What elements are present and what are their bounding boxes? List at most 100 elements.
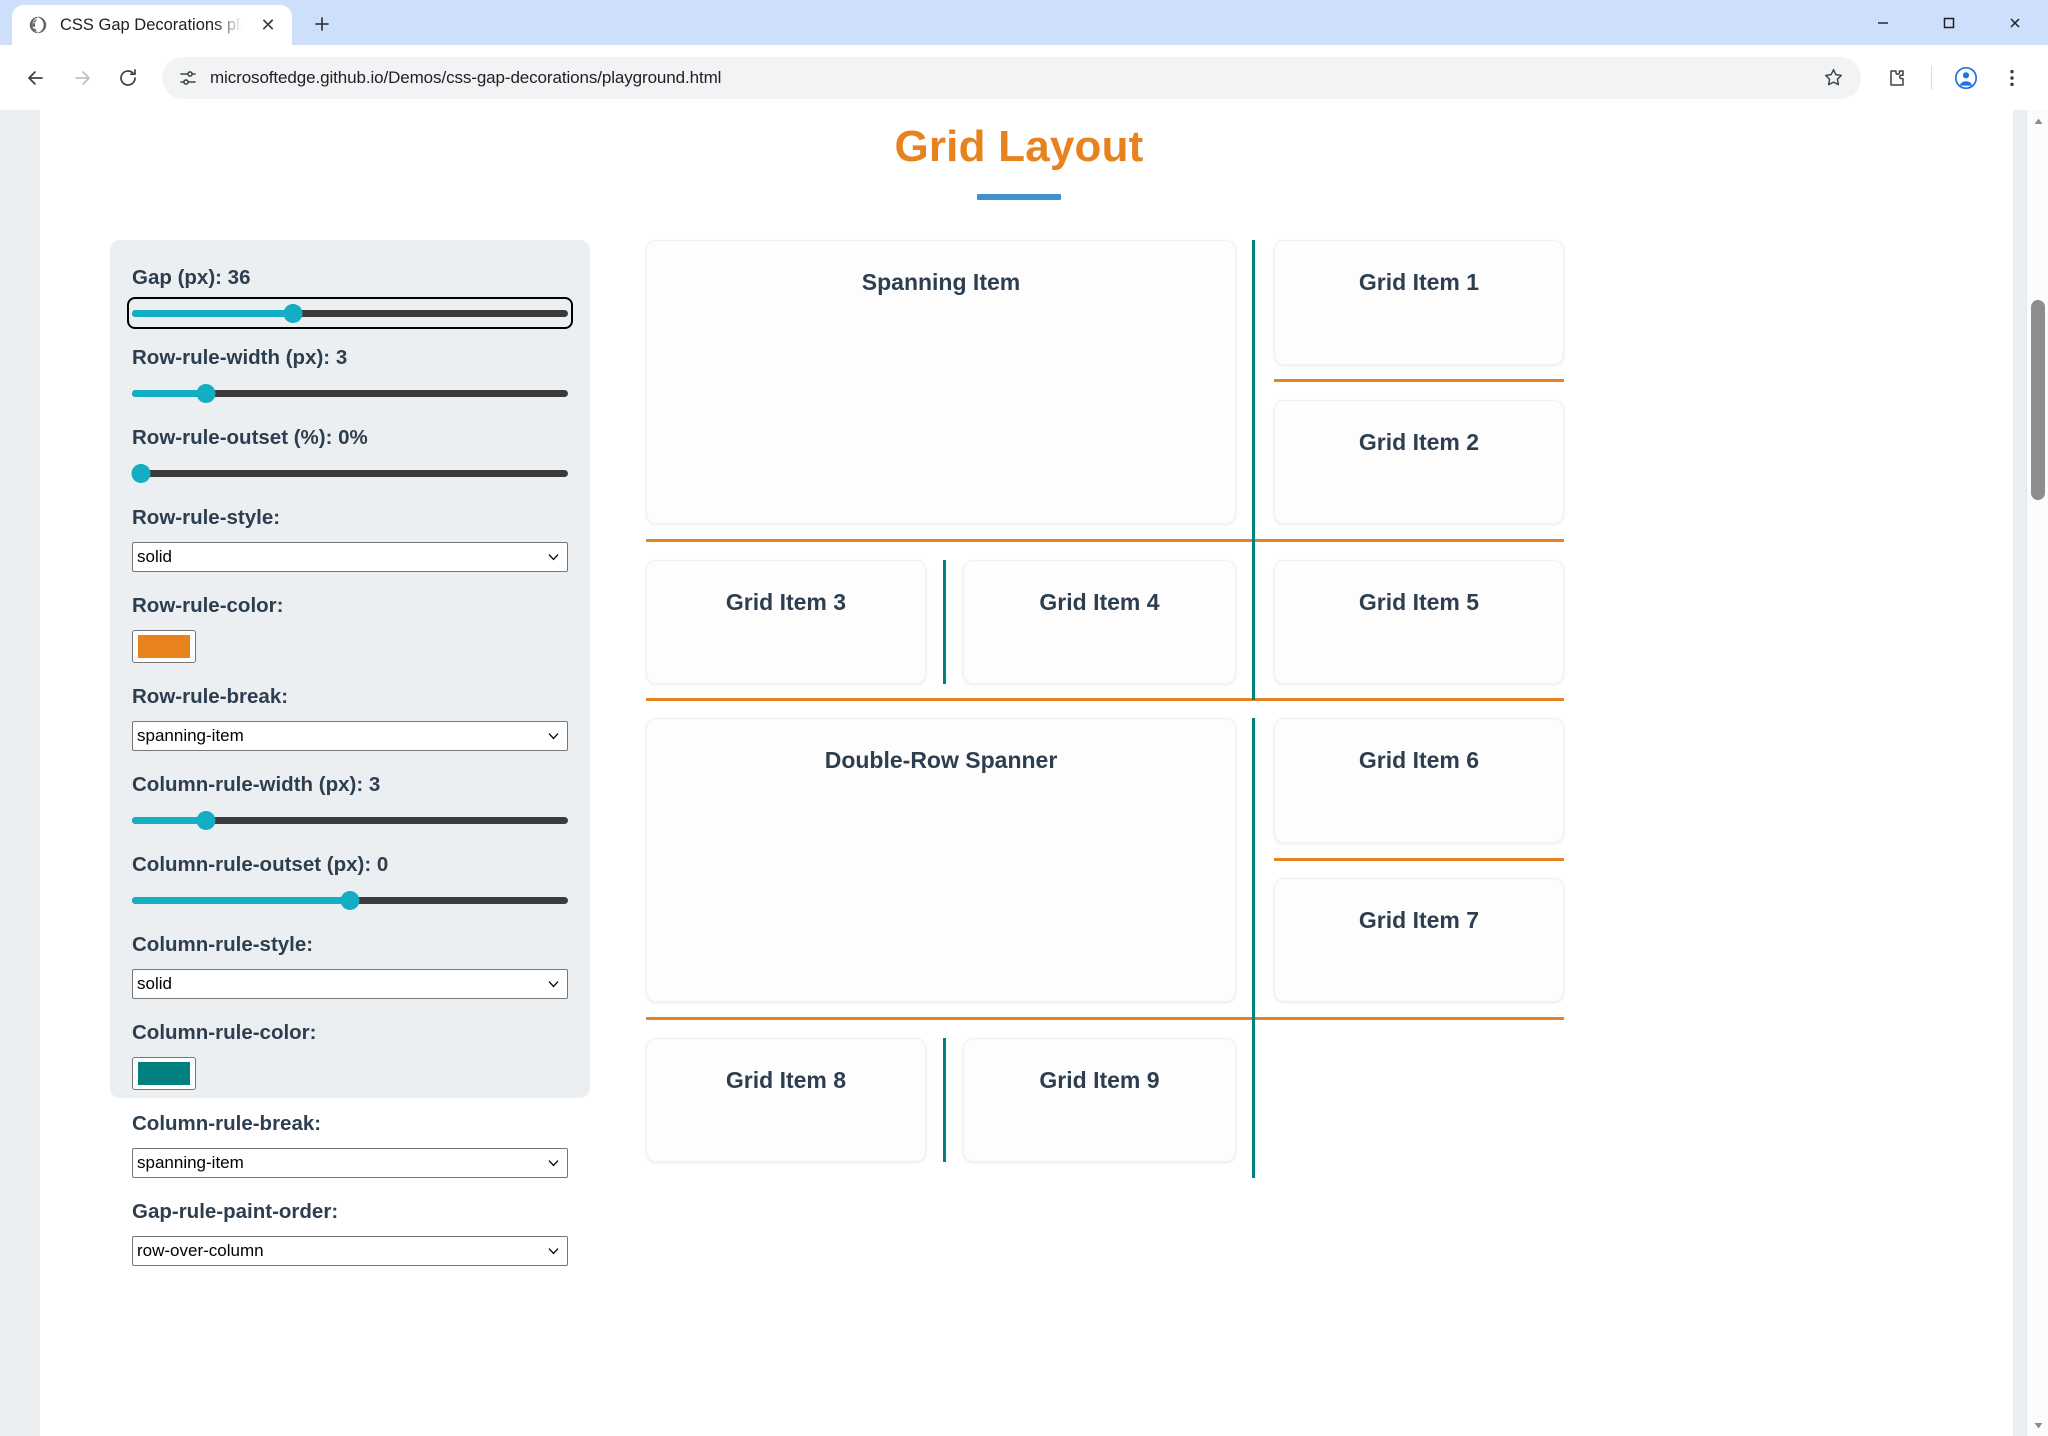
toolbar-divider: [1931, 65, 1932, 90]
control-label-column-rule-outset: Column-rule-outset (px): 0: [132, 853, 389, 876]
web-page: Grid Layout Gap (px): 36 Row-rule-width (…: [40, 110, 2013, 1436]
scroll-up-arrow[interactable]: [2027, 110, 2048, 132]
grid-item: Grid Item 2: [1274, 400, 1564, 524]
page-viewport: Grid Layout Gap (px): 36 Row-rule-width (…: [0, 110, 2048, 1436]
select-row-rule-break[interactable]: spanning-item: [132, 721, 568, 751]
slider-row-rule-width[interactable]: [132, 382, 568, 404]
control-block-row-rule-width: Row-rule-width (px): 3: [132, 346, 568, 404]
tab-title: CSS Gap Decorations playground: [60, 15, 244, 34]
new-tab-button[interactable]: [302, 4, 342, 44]
grid-item: Spanning Item: [646, 240, 1236, 524]
grid-item-label: Grid Item 1: [1358, 269, 1480, 295]
chevron-down-icon: [543, 543, 563, 571]
reload-button[interactable]: [106, 56, 150, 100]
title-underline: [977, 194, 1061, 200]
grid-item-label: Grid Item 6: [1358, 747, 1480, 773]
grid-item: Grid Item 6: [1274, 718, 1564, 843]
controls-panel: Gap (px): 36 Row-rule-width (px): 3 Row-ru…: [110, 240, 590, 1266]
slider-thumb[interactable]: [196, 384, 216, 403]
control-label-column-rule-break: Column-rule-break:: [132, 1112, 322, 1135]
control-label-gap-rule-paint-order: Gap-rule-paint-order:: [132, 1200, 339, 1223]
grid-item: Grid Item 5: [1274, 560, 1564, 684]
address-bar[interactable]: microsoftedge.github.io/Demos/css-gap-de…: [162, 56, 1861, 99]
grid-item: Double-Row Spanner: [646, 718, 1236, 1002]
select-column-rule-style[interactable]: solid: [132, 969, 568, 999]
three-dot-menu-icon[interactable]: [1990, 56, 2034, 100]
column-rule-line: [1252, 240, 1255, 700]
browser-toolbar: microsoftedge.github.io/Demos/css-gap-de…: [0, 45, 2048, 110]
control-block-row-rule-style: Row-rule-style:solid: [132, 506, 568, 572]
select-value-row-rule-style: solid: [137, 547, 172, 566]
row-rule-line: [646, 539, 1564, 542]
color-swatch-column-rule-color[interactable]: [132, 1057, 196, 1090]
select-value-column-rule-style: solid: [137, 974, 172, 993]
control-label-row-rule-width: Row-rule-width (px): 3: [132, 346, 348, 369]
control-block-row-rule-break: Row-rule-break: spanning-item: [132, 685, 568, 751]
slider-fill: [132, 817, 207, 824]
toolbar-right-cluster: [1875, 56, 2034, 100]
minimize-button[interactable]: [1850, 0, 1916, 45]
column-rule-line: [943, 560, 946, 684]
forward-button[interactable]: [60, 56, 104, 100]
chevron-down-icon: [543, 1237, 563, 1265]
star-icon[interactable]: [1815, 60, 1851, 96]
select-column-rule-break[interactable]: spanning-item: [132, 1148, 568, 1178]
slider-fill: [132, 390, 207, 397]
scroll-down-arrow[interactable]: [2027, 1414, 2048, 1436]
control-label-column-rule-width: Column-rule-width (px): 3: [132, 773, 381, 796]
slider-track: [132, 817, 568, 824]
grid-item-label: Grid Item 2: [1358, 429, 1480, 455]
grid-item: Grid Item 9: [963, 1038, 1236, 1162]
maximize-button[interactable]: [1916, 0, 1982, 45]
control-label-row-rule-break: Row-rule-break:: [132, 685, 289, 708]
select-row-rule-style[interactable]: solid: [132, 542, 568, 572]
page-content: Grid Layout Gap (px): 36 Row-rule-width (…: [40, 110, 1998, 1290]
slider-thumb[interactable]: [196, 811, 216, 830]
slider-column-rule-outset[interactable]: [132, 889, 568, 911]
close-button[interactable]: [1982, 0, 2048, 45]
url-text[interactable]: microsoftedge.github.io/Demos/css-gap-de…: [210, 67, 722, 87]
browser-tab[interactable]: CSS Gap Decorations playground ✕: [12, 5, 292, 45]
control-label-column-rule-color: Column-rule-color:: [132, 1021, 317, 1044]
row-rule-line: [1274, 858, 1564, 861]
back-button[interactable]: [14, 56, 58, 100]
grid-item-label: Grid Item 3: [725, 589, 847, 615]
select-gap-rule-paint-order[interactable]: row-over-column: [132, 1236, 568, 1266]
slider-column-rule-width[interactable]: [132, 809, 568, 831]
close-icon[interactable]: ✕: [260, 15, 276, 35]
scrollbar-thumb[interactable]: [2031, 300, 2045, 500]
control-label-row-rule-outset: Row-rule-outset (%): 0%: [132, 426, 368, 449]
control-block-gap: Gap (px): 36: [127, 266, 573, 329]
slider-row-rule-outset[interactable]: [131, 462, 568, 484]
row-rule-line: [646, 698, 1564, 701]
account-circle-icon[interactable]: [1944, 56, 1988, 100]
column-rule-line: [943, 1038, 946, 1162]
grid-item: Grid Item 4: [963, 560, 1236, 684]
chevron-down-icon: [543, 970, 563, 998]
puzzle-icon[interactable]: [1875, 56, 1919, 100]
page-title: Grid Layout: [894, 122, 1144, 171]
control-block-column-rule-outset: Column-rule-outset (px): 0: [132, 853, 568, 911]
slider-gap[interactable]: [127, 297, 573, 329]
slider-thumb[interactable]: [283, 304, 303, 323]
control-label-column-rule-style: Column-rule-style:: [132, 933, 314, 956]
vertical-scrollbar[interactable]: [2026, 110, 2048, 1436]
slider-thumb[interactable]: [131, 464, 151, 483]
grid-item: Grid Item 8: [646, 1038, 926, 1162]
tune-icon[interactable]: [178, 68, 198, 88]
control-block-row-rule-outset: Row-rule-outset (%): 0%: [131, 426, 568, 484]
slider-thumb[interactable]: [340, 891, 360, 910]
column-rule-line: [1252, 718, 1255, 1178]
grid-item: Grid Item 1: [1274, 240, 1564, 365]
color-swatch-fill: [138, 635, 190, 658]
tab-strip: CSS Gap Decorations playground ✕: [0, 0, 2048, 45]
grid-item-label: Grid Item 5: [1358, 589, 1480, 615]
control-label-gap: Gap (px): 36: [132, 266, 251, 289]
grid-item-label: Double-Row Spanner: [824, 747, 1058, 773]
globe-icon: [28, 15, 48, 35]
select-value-row-rule-break: spanning-item: [137, 726, 244, 745]
grid-item-label: Grid Item 9: [1039, 1067, 1160, 1093]
grid-item-label: Grid Item 7: [1358, 907, 1480, 933]
color-swatch-row-rule-color[interactable]: [132, 630, 196, 663]
control-block-column-rule-style: Column-rule-style: solid: [132, 933, 568, 999]
